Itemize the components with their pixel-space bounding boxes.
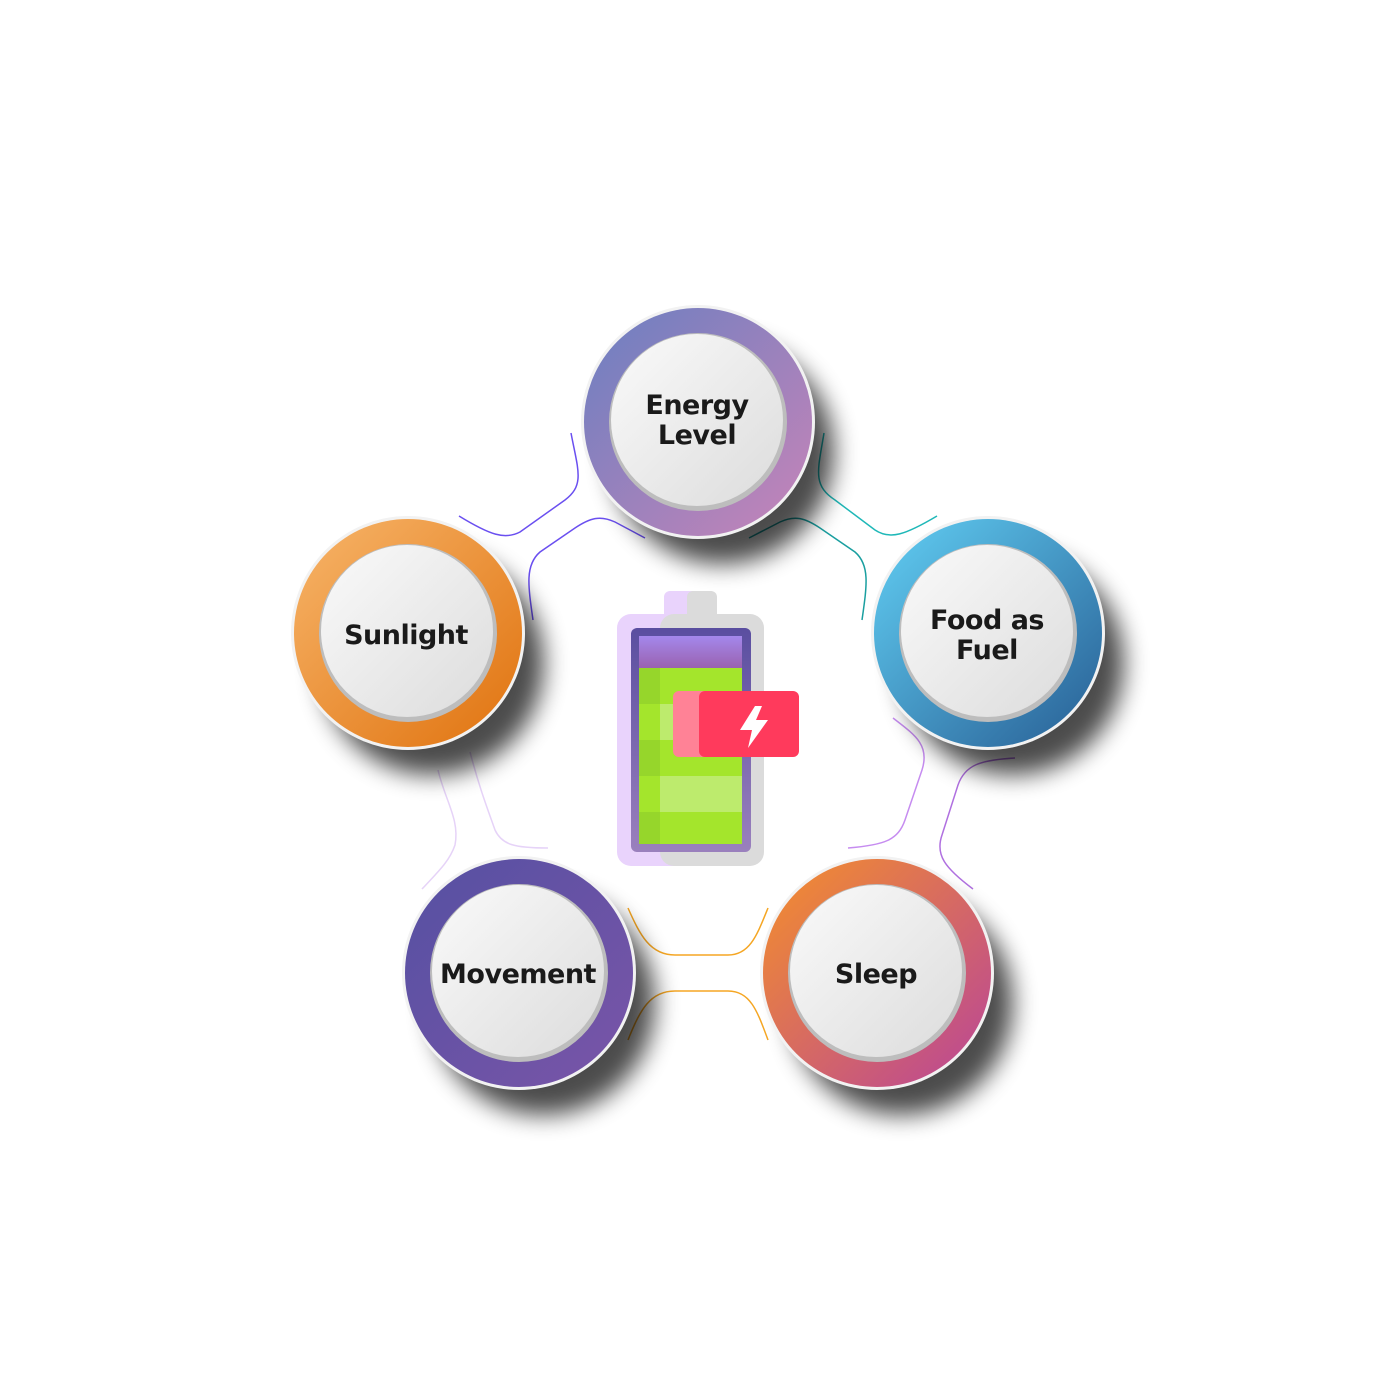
node-food: [871, 516, 1124, 775]
node-label-movement: Movement: [440, 959, 596, 990]
node-inner: [321, 545, 493, 717]
node-label-sleep: Sleep: [834, 959, 918, 990]
connector-movement-sunlight-outer: [421, 769, 457, 890]
node-inner: [611, 334, 783, 506]
node-inner: [432, 885, 604, 1057]
node-movement: [402, 856, 655, 1115]
node-label-food: Food as Fuel: [930, 605, 1044, 666]
connector-energy-sunlight-inner: [528, 517, 646, 621]
connector-energy-sunlight-outer: [458, 432, 579, 537]
connector-food-sleep-outer: [847, 717, 925, 849]
connector-food-sleep-inner: [939, 757, 1016, 890]
connector-sleep-movement-upper: [627, 907, 769, 956]
node-sunlight: [291, 516, 544, 775]
node-inner: [901, 545, 1073, 717]
node-sleep: [760, 856, 1013, 1115]
connector-energy-food-outer: [817, 432, 938, 536]
node-inner: [790, 885, 962, 1057]
node-label-sunlight: Sunlight: [344, 620, 468, 651]
node-label-energy: Energy Level: [645, 390, 749, 451]
battery-charging-icon: [617, 591, 799, 866]
lightning-bolt-icon: [740, 706, 768, 748]
connector-movement-sunlight-inner: [469, 751, 549, 849]
node-energy: [581, 305, 834, 564]
